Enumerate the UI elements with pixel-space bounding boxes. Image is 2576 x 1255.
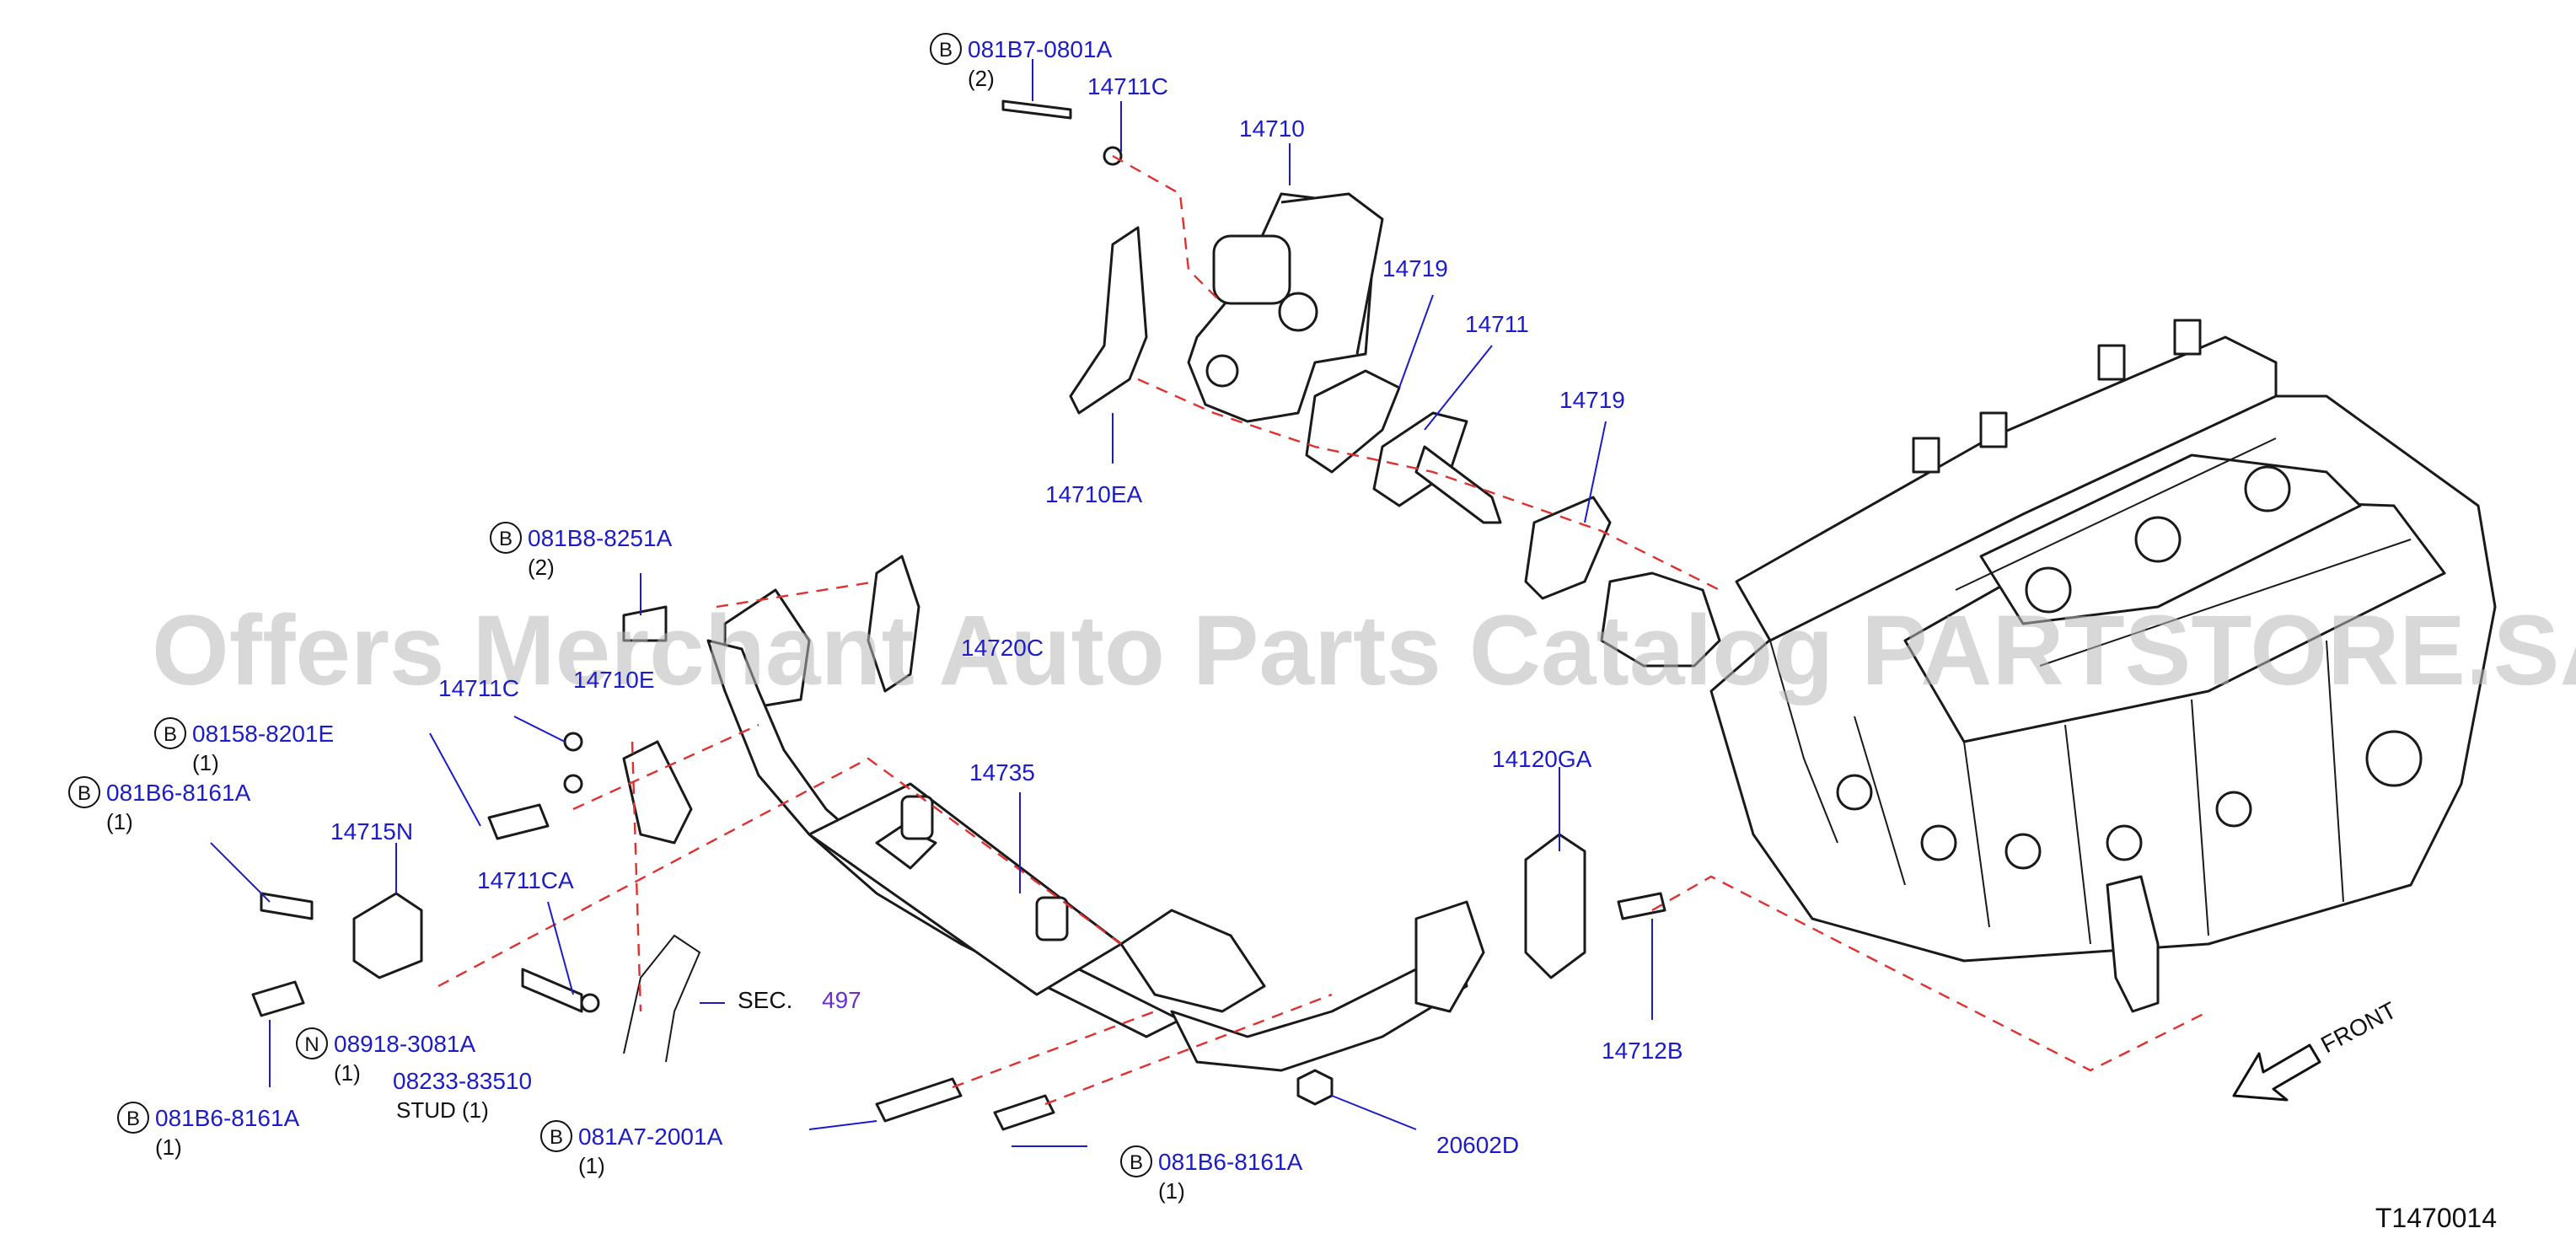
part-callouts: B 081B7-0801A (2) 14711C 14710 14719 14711 1471… — [68, 33, 1683, 1204]
diagram-code: T1470014 — [2375, 1203, 2497, 1233]
callout-081a7-2001a[interactable]: B 081A7-2001A (1) — [540, 1120, 723, 1178]
callout-part-number[interactable]: 14720C — [961, 635, 1044, 661]
section-reference[interactable]: SEC. 497 — [738, 987, 861, 1013]
callout-quantity: (1) — [334, 1060, 361, 1086]
callout-part-number[interactable]: 14711C — [438, 675, 519, 701]
callout-quantity: (2) — [968, 66, 995, 91]
callout-badge-circle — [540, 1120, 572, 1152]
callout-badge-circle — [154, 717, 186, 749]
callout-part-number[interactable]: 08918-3081A — [334, 1031, 475, 1057]
callout-badge-letter: N — [304, 1033, 319, 1056]
callout-081b6-8161a[interactable]: B 081B6-8161A (1) — [117, 1102, 300, 1160]
callout-badge-letter: B — [164, 723, 177, 746]
callout-14120ga[interactable]: 14120GA — [1492, 746, 1592, 772]
callout-quantity: (1) — [1158, 1178, 1185, 1204]
callout-quantity: (1) — [192, 750, 219, 775]
callout-badge-letter: B — [78, 782, 91, 805]
egr-valve-bracket-illustration — [1069, 226, 1148, 415]
callout-14710ea[interactable]: 14710EA — [1045, 481, 1143, 507]
section-497-sketch — [623, 934, 701, 1063]
callout-badge-circle — [490, 522, 522, 554]
watermark-text: Offers Merchant Auto Parts Catalog PARTS… — [152, 595, 2576, 706]
front-direction-arrow: FRONT — [2232, 997, 2401, 1102]
callout-badge-circle — [1120, 1145, 1152, 1177]
leader-lines — [210, 59, 1653, 1147]
callout-081b7-0801a[interactable]: B 081B7-0801A (2) — [930, 33, 1113, 91]
callout-badge-letter: B — [126, 1108, 140, 1130]
callout-part-number[interactable]: 14711CA — [477, 867, 574, 893]
callout-081b6-8161a[interactable]: B 081B6-8161A (1) — [1120, 1145, 1303, 1204]
gasket-illustration — [1524, 496, 1612, 600]
callout-part-number[interactable]: 081B6-8161A — [155, 1105, 300, 1131]
callout-08918-3081a[interactable]: N 08918-3081A (1) — [296, 1027, 475, 1086]
callout-14719[interactable]: 14719 — [1382, 255, 1448, 282]
gasket-illustration — [1305, 369, 1401, 474]
callout-quantity: (1) — [106, 809, 133, 834]
callout-quantity: (1) — [155, 1134, 182, 1160]
callout-badge-circle — [117, 1102, 149, 1134]
callout-part-number[interactable]: 081B6-8161A — [1158, 1149, 1303, 1175]
callout-badge-letter: B — [499, 528, 513, 550]
callout-part-number[interactable]: 14715N — [330, 818, 413, 845]
gasket-illustration — [867, 555, 920, 693]
gasket-illustration — [1524, 833, 1586, 979]
callout-part-number[interactable]: 14710E — [573, 667, 655, 693]
callout-part-number[interactable]: 14711 — [1465, 311, 1529, 337]
callout-part-number[interactable]: 14711C — [1087, 73, 1168, 99]
callout-part-number[interactable]: 08158-8201E — [192, 721, 334, 747]
callout-part-number[interactable]: 14712B — [1602, 1038, 1683, 1064]
bracket-illustration — [352, 892, 423, 979]
connector-pipe-illustration — [1372, 411, 1502, 524]
callout-081b6-8161a[interactable]: B 081B6-8161A (1) — [68, 776, 251, 834]
callout-14719[interactable]: 14719 — [1559, 387, 1625, 413]
callout-part-number[interactable]: 081B8-8251A — [528, 525, 673, 551]
callout-14711c[interactable]: 14711C — [1087, 73, 1168, 99]
callout-14711[interactable]: 14711 — [1465, 311, 1529, 337]
callout-14715n[interactable]: 14715N — [330, 818, 413, 845]
callout-14735[interactable]: 14735 — [969, 759, 1035, 786]
egr-valve-illustration — [1187, 192, 1384, 423]
callout-14711c[interactable]: 14711C — [438, 675, 519, 701]
section-label: SEC. — [738, 987, 792, 1013]
callout-part-number[interactable]: 081A7-2001A — [578, 1124, 723, 1150]
callout-part-number[interactable]: 14735 — [969, 759, 1035, 786]
callout-part-number[interactable]: 14120GA — [1492, 746, 1592, 772]
callout-badge-letter: B — [939, 39, 953, 62]
callout-badge-circle — [296, 1027, 328, 1059]
callout-081b8-8251a[interactable]: B 081B8-8251A (2) — [490, 522, 673, 580]
callout-badge-letter: B — [1130, 1151, 1143, 1174]
fastener-illustrations — [251, 99, 1666, 1131]
callout-part-number[interactable]: 14719 — [1559, 387, 1625, 413]
callout-badge-circle — [930, 33, 962, 65]
alignment-dashed-lines — [437, 154, 2209, 1106]
callout-part-number[interactable]: 081B6-8161A — [106, 780, 251, 806]
callout-part-number[interactable]: 14710 — [1239, 115, 1305, 142]
callout-14720c[interactable]: 14720C — [961, 635, 1044, 661]
section-number-link: 497 — [822, 987, 861, 1013]
callout-part-number[interactable]: 14719 — [1382, 255, 1448, 282]
callout-14711ca[interactable]: 14711CA — [477, 867, 574, 893]
callout-14710[interactable]: 14710 — [1239, 115, 1305, 142]
callout-part-number[interactable]: 081B7-0801A — [968, 36, 1113, 62]
callout-part-number[interactable]: 08233-83510 — [393, 1068, 532, 1094]
callout-badge-circle — [68, 776, 100, 808]
front-label: FRONT — [2316, 997, 2401, 1059]
callout-quantity: (1) — [578, 1153, 605, 1178]
bracket-illustration — [622, 740, 693, 845]
callout-part-number[interactable]: 20602D — [1436, 1132, 1519, 1158]
callout-quantity: (2) — [528, 555, 555, 580]
callout-quantity: STUD (1) — [396, 1097, 489, 1123]
callout-14710e[interactable]: 14710E — [573, 667, 655, 693]
callout-08158-8201e[interactable]: B 08158-8201E (1) — [154, 717, 334, 775]
callout-badge-letter: B — [550, 1126, 563, 1149]
callout-part-number[interactable]: 14710EA — [1045, 481, 1143, 507]
cylinder-head-illustration — [1600, 319, 2497, 1013]
callout-20602d[interactable]: 20602D — [1436, 1132, 1519, 1158]
egr-cooler-illustration — [706, 639, 1485, 1072]
callout-14712b[interactable]: 14712B — [1602, 1038, 1683, 1064]
